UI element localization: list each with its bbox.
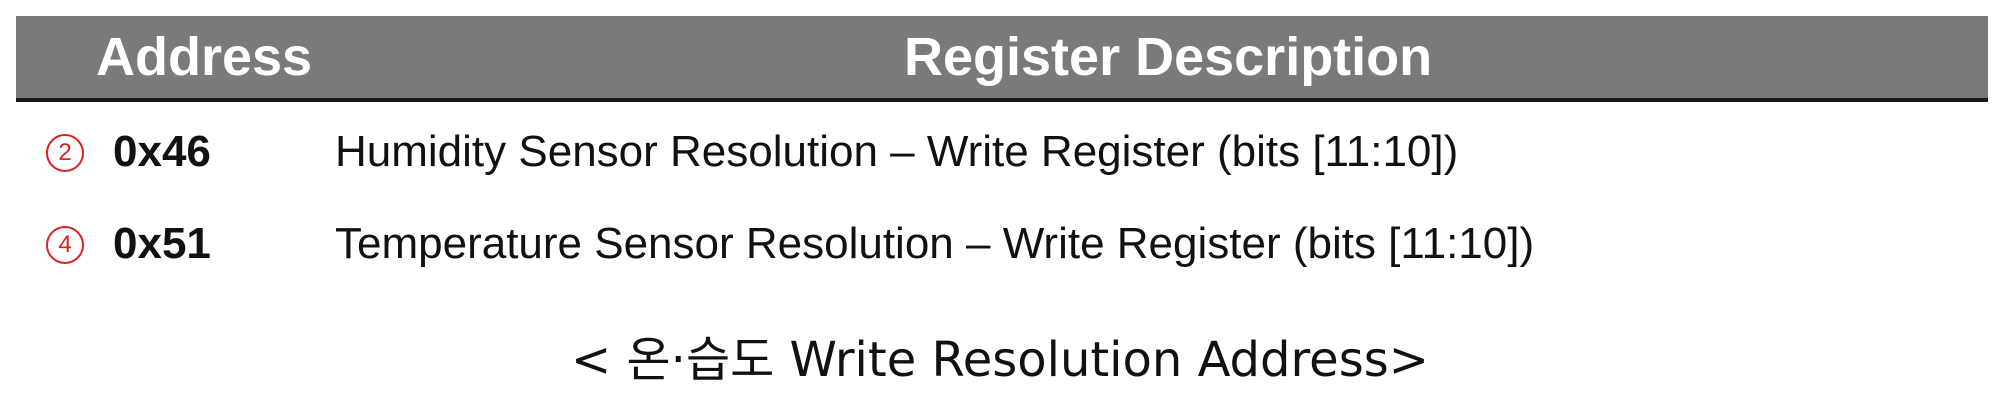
circled-number-marker: 4	[46, 226, 84, 264]
header-register-description: Register Description	[904, 27, 1433, 87]
table-header: Address Register Description	[16, 16, 1988, 102]
table-row: 4 0x51 Temperature Sensor Resolution – W…	[16, 204, 1988, 296]
figure-caption: < 온·습도 Write Resolution Address>	[571, 332, 1429, 388]
table-row: 2 0x46 Humidity Sensor Resolution – Writ…	[16, 112, 1988, 204]
register-address: 0x51	[113, 219, 211, 268]
register-description: Humidity Sensor Resolution – Write Regis…	[335, 127, 1459, 176]
circled-number-marker: 2	[46, 134, 84, 172]
register-address: 0x46	[113, 127, 211, 176]
register-table: Address Register Description 2 0x46 Humi…	[16, 16, 1988, 296]
header-address: Address	[96, 27, 313, 87]
register-description: Temperature Sensor Resolution – Write Re…	[335, 219, 1535, 268]
